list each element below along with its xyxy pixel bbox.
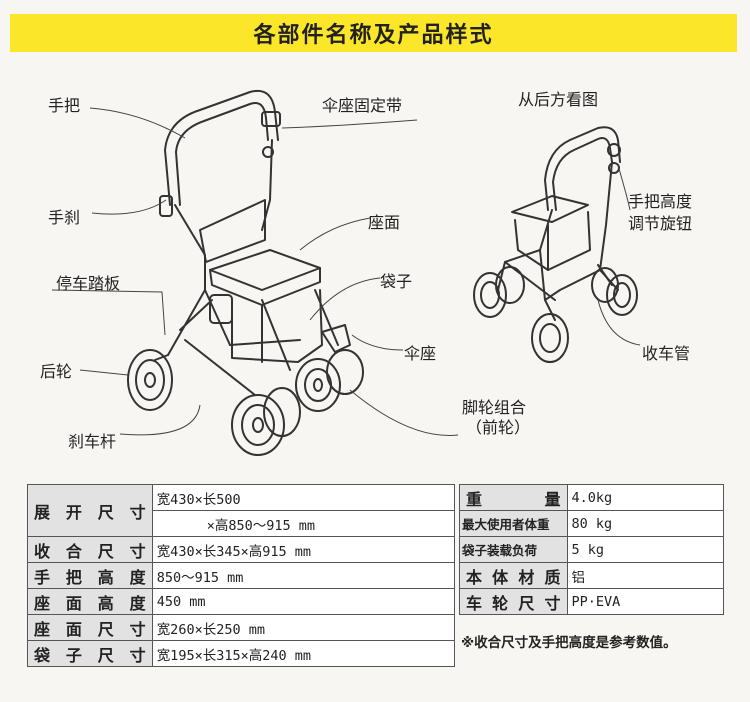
spec-value: 850～915 mm — [151, 562, 456, 589]
spec-value: PP·EVA — [566, 588, 725, 615]
spec-key: 手把高度 — [27, 562, 153, 589]
table-row: 重量 4.0kg — [459, 484, 725, 511]
spec-key: 展开尺寸 — [27, 484, 153, 537]
spec-key: 本体材质 — [459, 562, 568, 589]
spec-key: 袋子装载负荷 — [459, 536, 568, 563]
label-umbrella-seat: 伞座 — [404, 344, 437, 363]
page-title: 各部件名称及产品样式 — [253, 23, 494, 48]
spec-key: 座面高度 — [27, 588, 153, 615]
label-folding-tube: 收车管 — [642, 344, 691, 363]
walker-illustration — [51, 90, 641, 456]
label-umbrella-strap: 伞座固定带 — [322, 96, 403, 115]
label-rear-wheel: 后轮 — [40, 362, 73, 381]
spec-value: 80 kg — [566, 510, 725, 537]
spec-table-left: 展开尺寸 宽430×长500 ×高850～915 mm 收合尺寸 宽430×长3… — [27, 484, 456, 667]
spec-key: 重量 — [459, 484, 568, 511]
label-brake-lever: 刹车杆 — [68, 432, 117, 451]
spec-key: 最大使用者体重 — [459, 510, 568, 537]
spec-value: 宽430×长500 — [151, 484, 456, 511]
spec-value: 4.0kg — [566, 484, 725, 511]
spec-table-right: 重量 4.0kg 最大使用者体重 80 kg 袋子装载负荷 5 kg 本体材质 … — [459, 484, 725, 615]
label-seat-surface: 座面 — [368, 213, 401, 232]
label-height-knob-line2: 调节旋钮 — [628, 214, 693, 233]
title-bar: 各部件名称及产品样式 — [10, 14, 737, 52]
spec-key: 袋子尺寸 — [27, 640, 153, 667]
reference-note: ※收合尺寸及手把高度是参考数值。 — [461, 635, 677, 651]
spec-key: 车轮尺寸 — [459, 588, 568, 615]
table-row: 袋子尺寸 宽195×长315×高240 mm — [27, 640, 456, 667]
label-handle: 手把 — [48, 96, 81, 115]
spec-key: 座面尺寸 — [27, 614, 153, 641]
spec-value: 宽430×长345×高915 mm — [151, 536, 456, 563]
label-caster-line1: 脚轮组合 — [462, 398, 527, 417]
label-brake-handle: 手刹 — [48, 208, 81, 227]
spec-value: 450 mm — [151, 588, 456, 615]
label-parking-pedal: 停车踏板 — [56, 274, 121, 293]
spec-value: 宽260×长250 mm — [151, 614, 456, 641]
spec-value: ×高850～915 mm — [151, 510, 456, 537]
spec-value: 铝 — [566, 562, 725, 589]
spec-key: 收合尺寸 — [27, 536, 153, 563]
spec-value: 5 kg — [566, 536, 725, 563]
table-row: ×高850～915 mm — [28, 510, 456, 537]
table-row: 座面尺寸 宽260×长250 mm — [27, 614, 456, 641]
table-row: 展开尺寸 宽430×长500 — [27, 484, 456, 537]
table-row: 座面高度 450 mm — [27, 588, 456, 615]
label-rear-view: 从后方看图 — [518, 90, 599, 109]
table-row: 收合尺寸 宽430×长345×高915 mm — [27, 536, 456, 563]
table-row: 手把高度 850～915 mm — [27, 562, 456, 589]
label-height-knob-line1: 手把高度 — [628, 192, 693, 211]
label-caster-line2: （前轮） — [466, 418, 531, 437]
spec-value: 宽195×长315×高240 mm — [151, 640, 456, 667]
table-row: 本体材质 铝 — [459, 562, 725, 589]
label-bag: 袋子 — [380, 272, 413, 291]
table-row: 车轮尺寸 PP·EVA — [459, 588, 725, 615]
table-row: 最大使用者体重 80 kg — [459, 510, 725, 537]
table-row: 袋子装载负荷 5 kg — [459, 536, 725, 563]
